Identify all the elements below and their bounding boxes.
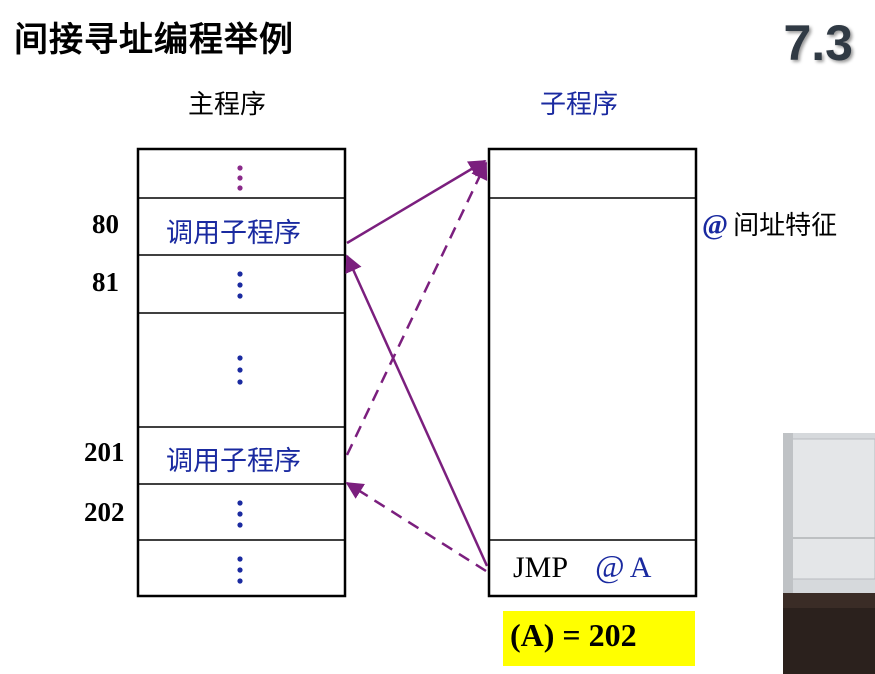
- ellipsis-81: [237, 271, 243, 299]
- subroutine-label: 子程序: [540, 90, 619, 120]
- subroutine-box: [487, 147, 698, 598]
- arrow-return-202: [345, 481, 487, 573]
- jmp-opcode: JMP: [513, 551, 569, 584]
- jmp-operand: A: [629, 551, 652, 584]
- arrow-call-80: [346, 159, 487, 245]
- call-subroutine-80: 调用子程序: [166, 218, 301, 249]
- indirect-marker: @ 间址特征: [702, 205, 837, 242]
- ellipsis-202: [237, 500, 243, 528]
- slide-title: 间接寻址编程举例: [14, 20, 294, 60]
- a-value-highlight: [503, 611, 695, 666]
- jmp-instruction: JMP @ A: [513, 548, 651, 585]
- arrow-call-201: [345, 161, 488, 456]
- ellipsis-middle: [237, 355, 243, 385]
- call-subroutine-201: 调用子程序: [166, 446, 301, 477]
- ellipsis-top: [237, 165, 243, 191]
- indirect-text: 间址特征: [733, 211, 838, 241]
- jmp-indirect-symbol: @: [595, 548, 625, 584]
- section-number: 7.3: [783, 15, 853, 71]
- ellipsis-bottom: [237, 556, 243, 584]
- webcam-scene: [783, 433, 875, 674]
- address-80: 80: [92, 209, 119, 239]
- address-201: 201: [84, 437, 125, 467]
- main-program-box: [136, 147, 347, 598]
- address-202: 202: [84, 497, 125, 527]
- address-81: 81: [92, 267, 119, 297]
- main-program-label: 主程序: [188, 90, 267, 120]
- a-value-text: (A) = 202: [510, 617, 637, 653]
- webcam-thumbnail: [783, 433, 875, 674]
- indirect-symbol: @: [702, 210, 729, 241]
- arrow-return-81: [345, 254, 489, 567]
